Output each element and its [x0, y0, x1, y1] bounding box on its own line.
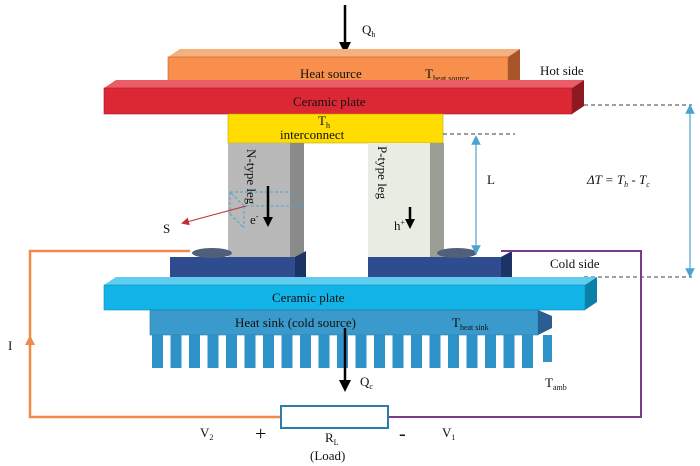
- ceramic-plate-bottom-label: Ceramic plate: [272, 290, 345, 305]
- heat-input-arrow: [339, 5, 351, 54]
- ceramic-plate-top: [103, 80, 584, 115]
- ambient-fin: [543, 335, 552, 362]
- heat-sink-fins: [152, 335, 533, 368]
- load-resistance-label: RL: [325, 430, 339, 447]
- s-label: S: [163, 221, 170, 236]
- delta-t-label: ΔT = Th - Tc: [586, 172, 650, 189]
- leg-length-label: L: [487, 172, 495, 187]
- qh-label: Qh: [362, 22, 375, 39]
- current-arrow: [25, 335, 35, 345]
- heat-sink-fin: [263, 335, 274, 368]
- heat-sink-fin: [466, 335, 478, 368]
- load-resistor: [280, 405, 389, 429]
- heat-sink-fin: [522, 335, 533, 368]
- heat-sink-fin: [429, 335, 441, 368]
- heat-sink-fin: [152, 335, 163, 368]
- area-arrow: [181, 205, 247, 226]
- hot-side-label: Hot side: [540, 63, 584, 78]
- interconnect-block: [227, 113, 444, 144]
- circuit-wire-right: [388, 250, 642, 418]
- minus-sign: -: [399, 423, 406, 445]
- v1-label: V1: [442, 425, 455, 442]
- t-amb-label: Tamb: [545, 375, 567, 392]
- n-type-leg-label: N-type leg: [244, 149, 259, 205]
- heat-sink-fin: [448, 335, 459, 368]
- interconnect-label: interconnect: [280, 127, 345, 142]
- heat-sink-fin: [374, 335, 385, 368]
- t-heat-source-label: Theat source: [425, 66, 470, 83]
- ceramic-plate-bottom: [103, 277, 597, 311]
- heat-sink-fin: [411, 335, 422, 368]
- cold-side-label: Cold side: [550, 256, 600, 271]
- p-type-leg-label: P-type leg: [375, 146, 390, 200]
- hole-label: h+: [394, 218, 406, 233]
- v2-label: V2: [200, 425, 213, 442]
- qc-label: Qc: [360, 374, 373, 391]
- heat-sink-fin: [244, 335, 256, 368]
- heat-sink-fin: [281, 335, 293, 368]
- ceramic-plate-top-label: Ceramic plate: [293, 94, 366, 109]
- heat-sink-fin: [226, 335, 237, 368]
- heat-sink-label: Heat sink (cold source): [235, 315, 356, 330]
- th-label: Th: [318, 113, 330, 130]
- heat-output-arrow: [339, 328, 351, 392]
- heat-sink-fin: [503, 335, 515, 368]
- heat-sink-fin: [300, 335, 311, 368]
- n-type-leg: [228, 143, 306, 260]
- heat-sink-fin: [170, 335, 182, 368]
- p-type-leg: [368, 143, 444, 260]
- circuit-wire-left: [28, 249, 281, 419]
- heat-sink-fin: [337, 335, 348, 368]
- current-label: I: [8, 338, 12, 353]
- heat-sink-fin: [355, 335, 367, 368]
- heat-source-label: Heat source: [300, 66, 362, 81]
- heat-sink-fin: [318, 335, 330, 368]
- t-heat-sink-label: Theat sink: [452, 315, 489, 332]
- electron-label: e-: [250, 212, 259, 227]
- load-label: (Load): [310, 448, 345, 463]
- heat-sink-fin: [392, 335, 404, 368]
- heat-sink-fin: [485, 335, 496, 368]
- heat-sink-fin: [189, 335, 200, 368]
- plus-sign: +: [255, 423, 266, 445]
- heat-sink-fin: [207, 335, 219, 368]
